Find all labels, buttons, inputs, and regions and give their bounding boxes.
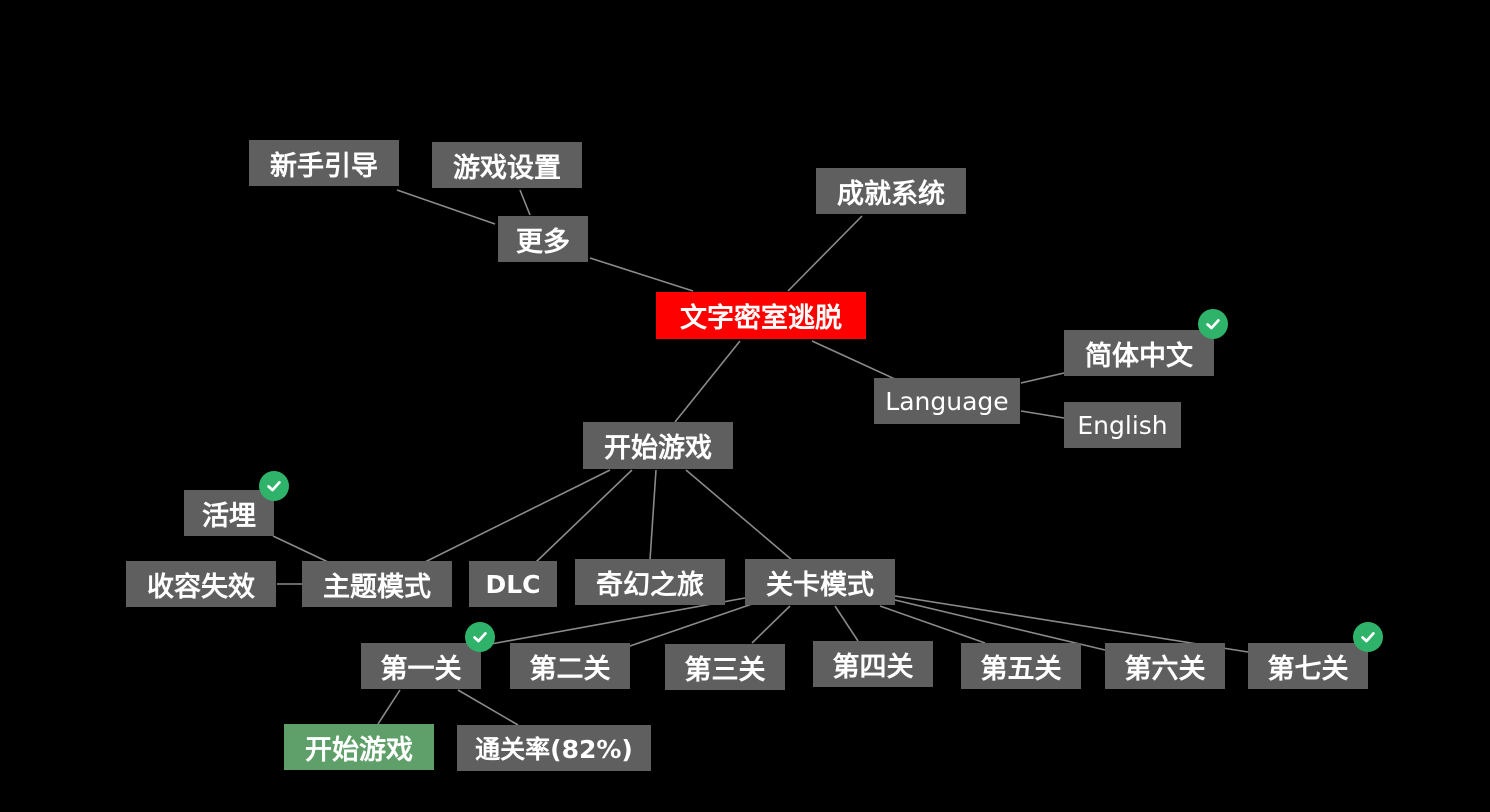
language-node[interactable]: Language	[874, 378, 1020, 424]
level-3-node[interactable]: 第三关	[665, 644, 785, 690]
check-icon	[259, 471, 289, 501]
level-5-node[interactable]: 第五关	[961, 643, 1081, 689]
level-2-node[interactable]: 第二关	[510, 643, 630, 689]
edge-l1-start	[377, 689, 401, 725]
buried-alive-node[interactable]: 活埋	[184, 490, 274, 536]
level-1-node[interactable]: 第一关	[361, 643, 481, 689]
edge-levelmode-l6	[894, 599, 1106, 651]
check-icon	[1198, 309, 1228, 339]
edge-levelmode-l1	[479, 597, 746, 647]
level-1-start-button[interactable]: 开始游戏	[284, 724, 434, 770]
check-icon	[1353, 622, 1383, 652]
edge-language-zh	[1020, 372, 1065, 384]
edge-levelmode-l2	[629, 602, 756, 647]
lang-zh-node[interactable]: 简体中文	[1064, 330, 1214, 376]
fantasy-journey-node[interactable]: 奇幻之旅	[575, 559, 725, 605]
achievements-node[interactable]: 成就系统	[816, 168, 966, 214]
check-icon	[465, 622, 495, 652]
lang-en-node[interactable]: English	[1064, 402, 1181, 448]
tutorial-node[interactable]: 新手引导	[249, 140, 399, 186]
theme-mode-node[interactable]: 主题模式	[302, 561, 452, 607]
edge-start-fantasy	[649, 469, 657, 561]
settings-node[interactable]: 游戏设置	[432, 142, 582, 188]
start-game-node[interactable]: 开始游戏	[583, 422, 733, 469]
edge-start-theme	[424, 469, 611, 563]
edge-l1-clearrate	[457, 689, 519, 726]
root-title-node[interactable]: 文字密室逃脱	[656, 292, 866, 339]
edge-levelmode-l4	[834, 605, 859, 642]
edge-start-levelmode	[685, 469, 793, 561]
edge-start-dlc	[535, 469, 633, 563]
level-1-clear-rate-label: 通关率(82%)	[457, 725, 651, 771]
containment-breach-node[interactable]: 收容失效	[126, 561, 276, 607]
edge-levelmode-l5	[879, 605, 986, 644]
level-6-node[interactable]: 第六关	[1105, 643, 1225, 689]
edge-root-start	[674, 340, 741, 423]
level-4-node[interactable]: 第四关	[813, 641, 933, 687]
edge-root-achievements	[787, 215, 863, 292]
edge-more-settings	[519, 189, 531, 216]
edge-root-language	[811, 340, 898, 381]
edge-levelmode-l3	[751, 605, 791, 644]
level-7-node[interactable]: 第七关	[1248, 643, 1368, 689]
more-node[interactable]: 更多	[498, 216, 588, 262]
edge-language-en	[1020, 410, 1065, 419]
dlc-node[interactable]: DLC	[469, 561, 557, 607]
edge-more-tutorial	[396, 189, 496, 225]
level-mode-node[interactable]: 关卡模式	[745, 559, 895, 605]
edge-root-more	[589, 257, 694, 292]
edge-theme-buried	[272, 535, 329, 563]
edge-levelmode-l7	[894, 595, 1249, 653]
